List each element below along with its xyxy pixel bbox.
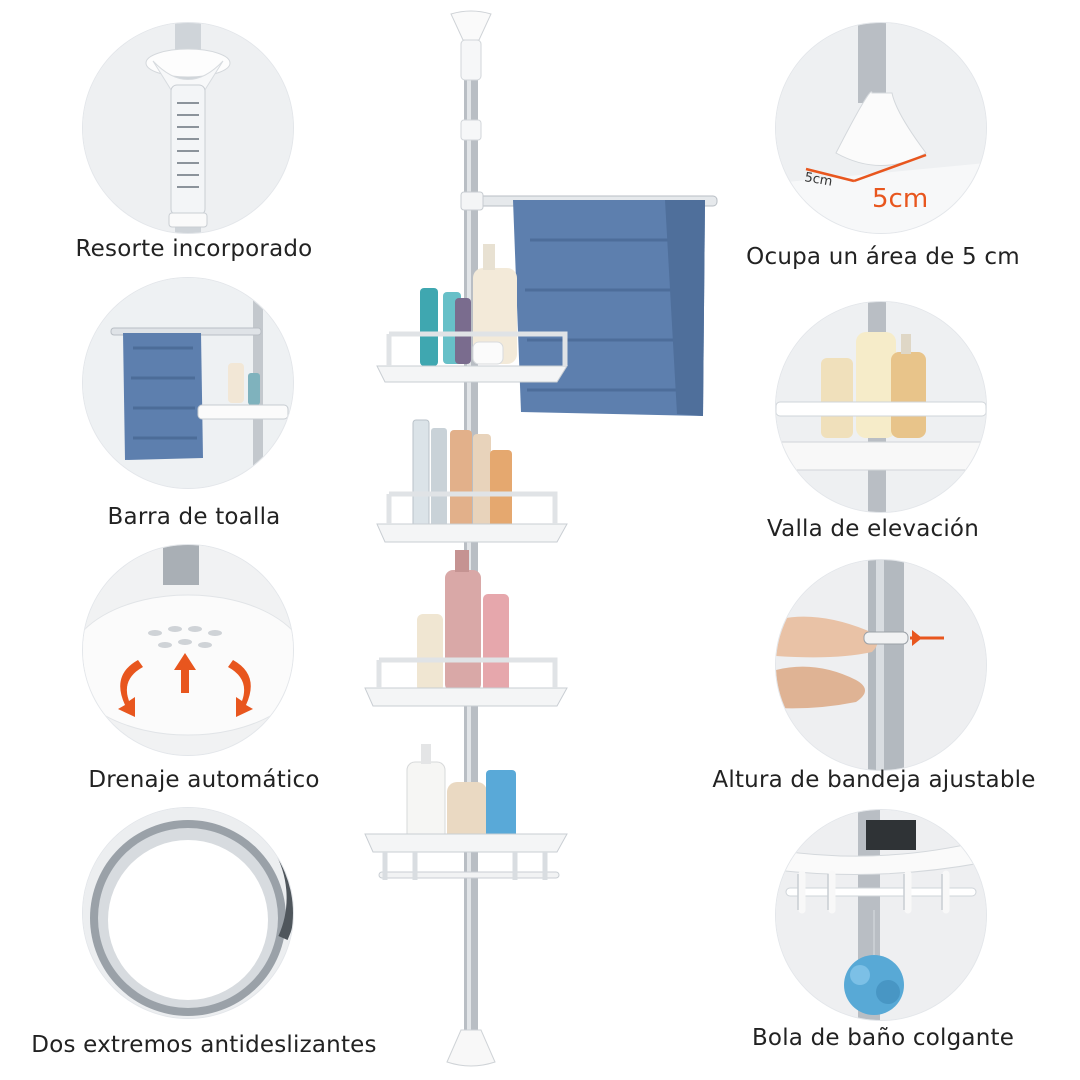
anti-slip-pad-icon [83, 808, 293, 1018]
corner-shelf-icon [364, 10, 718, 1067]
spring-feature-image [83, 23, 293, 233]
area-feature-image: 5cm 5cm [776, 23, 986, 233]
shelf-1 [376, 244, 568, 383]
shelf-2 [376, 419, 568, 543]
caption-spring: Resorte incorporado [75, 236, 313, 262]
adjust-clip-icon [776, 560, 986, 770]
area-annotation: 5cm [872, 184, 928, 214]
anti-slip-feature-image [83, 808, 293, 1018]
fence-feature-image [776, 302, 986, 512]
caption-area: Ocupa un área de 5 cm [746, 244, 1020, 270]
caption-drain: Drenaje automático [88, 767, 320, 793]
corner-shelf-product-image [355, 0, 725, 1080]
drain-icon [83, 545, 293, 755]
height-feature-image [776, 560, 986, 770]
hooks-feature-image [776, 810, 986, 1020]
svg-text:5cm: 5cm [803, 170, 833, 190]
drain-feature-image [83, 545, 293, 755]
shelf-4 [364, 744, 568, 880]
caption-anti-slip: Dos extremos antideslizantes [31, 1032, 377, 1058]
towel-bar-icon [83, 278, 293, 488]
caption-height: Altura de bandeja ajustable [712, 767, 1036, 793]
shelf-3 [364, 550, 568, 707]
hanging-hooks-icon [776, 810, 986, 1020]
towel-bar-feature-image [83, 278, 293, 488]
caption-fence: Valla de elevación [767, 516, 979, 542]
caption-towel-bar: Barra de toalla [107, 504, 281, 530]
spring-icon [83, 23, 293, 233]
base-area-icon: 5cm 5cm [776, 23, 986, 233]
shelf-fence-icon [776, 302, 986, 512]
caption-hooks: Bola de baño colgante [751, 1025, 1015, 1051]
